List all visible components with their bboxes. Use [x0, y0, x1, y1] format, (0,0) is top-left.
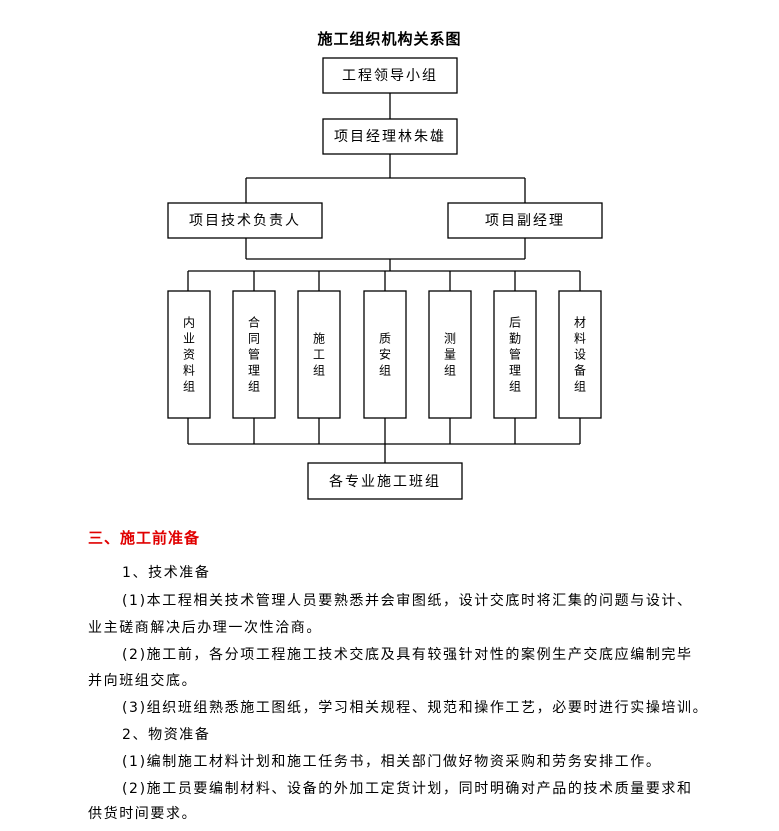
paragraph-line: 业主磋商解决后办理一次性洽商。: [88, 620, 322, 636]
group-label-6: 材料设备组: [574, 316, 586, 394]
group-box-6: [558, 290, 602, 419]
group-box-2: [297, 290, 341, 419]
group-box-0: [167, 290, 211, 419]
technical-lead-label: 项目技术负责人: [189, 213, 301, 229]
group-box-3: [363, 290, 407, 419]
group-label-3: 质安组: [379, 332, 391, 378]
paragraph-line: 2、物资准备: [122, 727, 211, 743]
project-manager-label: 项目经理林朱雄: [334, 129, 446, 145]
paragraph-line: (2)施工前，各分项工程施工技术交底及具有较强针对性的案例生产交底应编制完毕: [122, 647, 693, 663]
group-box-4: [428, 290, 472, 419]
section-heading: 三、施工前准备: [88, 529, 201, 547]
group-label-0: 内业资料组: [183, 316, 195, 394]
paragraph-line: 1、技术准备: [122, 565, 211, 581]
deputy-manager-label: 项目副经理: [485, 213, 565, 229]
paragraph-line: (3)组织班组熟悉施工图纸，学习相关规程、规范和操作工艺，必要时进行实操培训。: [122, 700, 709, 716]
group-box-5: [493, 290, 537, 419]
group-label-1: 合同管理组: [248, 315, 260, 394]
paragraph-line: (1)编制施工材料计划和施工任务书，相关部门做好物资采购和劳务安排工作。: [122, 754, 662, 770]
chart-title: 施工组织机构关系图: [317, 30, 462, 48]
teams-label: 各专业施工班组: [329, 474, 441, 490]
paragraph-line: (1)本工程相关技术管理人员要熟悉并会审图纸，设计交底时将汇集的问题与设计、: [122, 593, 693, 609]
group-box-1: [232, 290, 276, 419]
leader-group-box: [322, 57, 458, 94]
group-label-2: 施工组: [313, 332, 325, 378]
paragraph-line: 并向班组交底。: [88, 673, 198, 689]
org-chart: 工程领导小组 项目经理林朱雄 项目技术负责人 项目副经理 各专业施工班组 内业资…: [167, 57, 603, 500]
technical-lead-box: [167, 202, 323, 239]
leader-group-label: 工程领导小组: [342, 68, 438, 84]
group-label-4: 测量组: [444, 332, 456, 378]
paragraph-line: 供货时间要求。: [88, 806, 198, 822]
paragraph-line: (2)施工员要编制材料、设备的外加工定货计划，同时明确对产品的技术质量要求和: [122, 781, 693, 797]
teams-box: [307, 462, 463, 500]
deputy-manager-box: [447, 202, 603, 239]
group-label-5: 后勤管理组: [509, 316, 521, 394]
project-manager-box: [322, 118, 458, 155]
